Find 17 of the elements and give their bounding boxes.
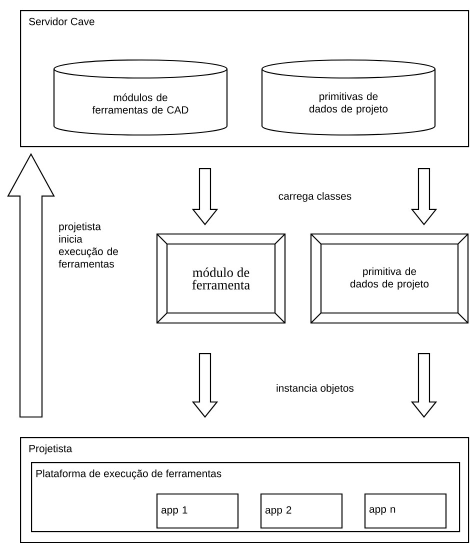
- framed-box: módulo de ferramenta: [156, 233, 286, 324]
- database-cylinder: módulos de ferramentas de CAD: [53, 59, 228, 136]
- app-box: app n: [364, 493, 447, 529]
- block-arrow: [410, 353, 438, 418]
- database-cylinder: primitivas de dados de projeto: [261, 59, 436, 136]
- node-label: módulos de ferramentas de CAD: [92, 93, 188, 114]
- block-arrow: [192, 353, 218, 418]
- block-arrow: [192, 168, 218, 226]
- block-arrow: [7, 152, 55, 418]
- app-box: app 1: [156, 493, 239, 529]
- arrow-label: carrega classes: [278, 192, 352, 202]
- framed-box: primitiva de dados de projeto: [310, 233, 469, 324]
- arrow-label: instancia objetos: [276, 384, 354, 394]
- edge-label: projetista inicia execução de ferramentas: [58, 222, 118, 268]
- block-arrow: [410, 168, 438, 226]
- node-label: primitivas de dados de projeto: [309, 92, 388, 115]
- app-box: app 2: [260, 493, 343, 529]
